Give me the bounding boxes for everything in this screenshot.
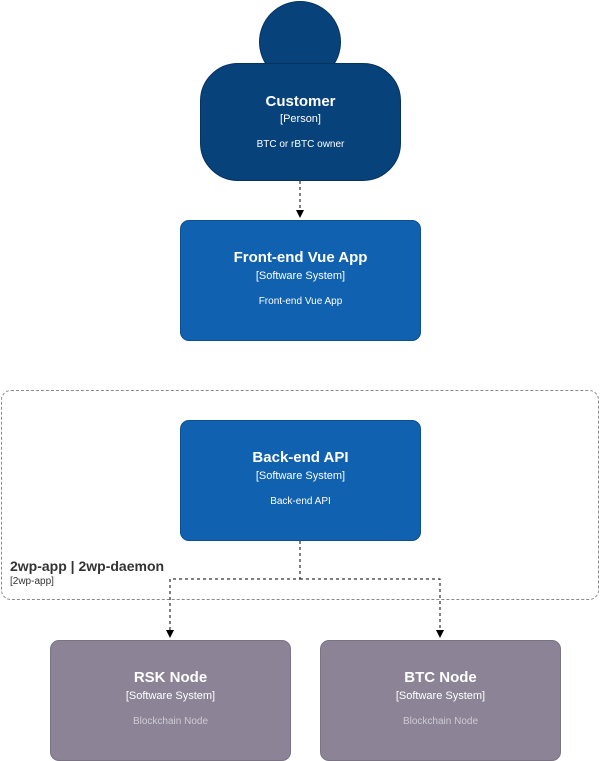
frontend-desc: Front-end Vue App — [258, 296, 343, 307]
arrow-backend-to-btc — [300, 578, 444, 638]
btc-tech: [Software System] — [395, 690, 486, 702]
rsk-tech: [Software System] — [125, 690, 216, 702]
backend-tech: [Software System] — [255, 470, 346, 482]
frontend-title: Front-end Vue App — [233, 249, 368, 266]
frontend-system[interactable]: Front-end Vue App [Software System] Fron… — [180, 220, 421, 341]
customer-tech: [Person] — [280, 113, 321, 125]
rsk-title: RSK Node — [133, 669, 208, 686]
customer-desc: BTC or rBTC owner — [256, 139, 345, 150]
backend-title: Back-end API — [252, 449, 349, 466]
customer-title: Customer — [265, 93, 336, 110]
frontend-tech: [Software System] — [255, 270, 346, 282]
btc-node-system[interactable]: BTC Node [Software System] Blockchain No… — [320, 640, 561, 761]
customer-person[interactable]: Customer [Person] BTC or rBTC owner — [200, 63, 401, 181]
btc-title: BTC Node — [404, 669, 477, 686]
arrow-backend-to-rsk — [166, 541, 301, 638]
system-boundary — [1, 390, 599, 600]
boundary-title: 2wp-app | 2wp-daemon — [10, 558, 165, 574]
rsk-desc: Blockchain Node — [132, 716, 209, 727]
backend-desc: Back-end API — [270, 496, 331, 507]
btc-desc: Blockchain Node — [402, 716, 479, 727]
rsk-node-system[interactable]: RSK Node [Software System] Blockchain No… — [50, 640, 291, 761]
backend-system[interactable]: Back-end API [Software System] Back-end … — [180, 420, 421, 541]
boundary-tech: [2wp-app] — [10, 576, 54, 587]
